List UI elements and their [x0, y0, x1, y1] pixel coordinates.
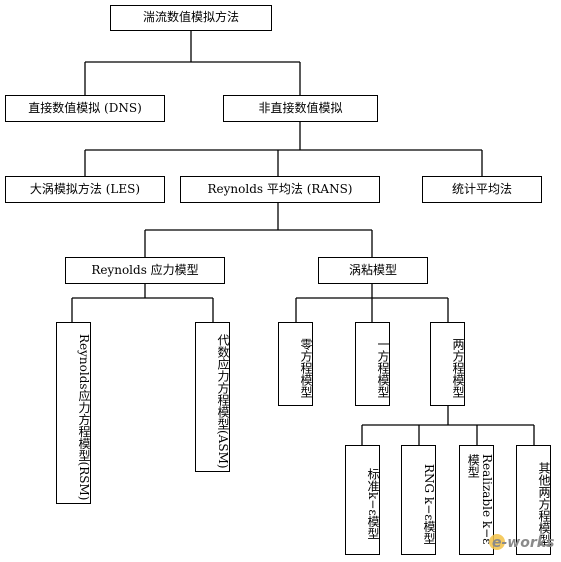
node-real: Realizable k−ε模型	[459, 445, 494, 555]
node-indirect: 非直接数值模拟	[223, 95, 378, 122]
node-les: 大涡模拟方法 (LES)	[5, 176, 165, 203]
node-std: 标准k−ε模型	[345, 445, 380, 555]
node-rsm-group: Reynolds 应力模型	[65, 257, 225, 284]
node-dns: 直接数值模拟 (DNS)	[5, 95, 165, 122]
node-one: 一方程模型	[355, 322, 390, 406]
node-stat: 统计平均法	[422, 176, 542, 203]
node-zero: 零方程模型	[278, 322, 313, 406]
node-root: 湍流数值模拟方法	[110, 5, 272, 31]
node-eddy: 涡粘模型	[318, 257, 428, 284]
node-other: 其他两方程模型	[516, 445, 551, 555]
node-rng: RNG k−ε模型	[401, 445, 436, 555]
node-two: 两方程模型	[430, 322, 465, 406]
svg-text:e-works: e-works	[492, 535, 554, 551]
e-works-logo: e-works	[489, 534, 554, 551]
node-rans: Reynolds 平均法 (RANS)	[180, 176, 380, 203]
node-asm: 代数应力方程模型(ASM)	[195, 322, 230, 472]
node-rsm: Reynolds应力方程模型(RSM)	[56, 322, 91, 504]
